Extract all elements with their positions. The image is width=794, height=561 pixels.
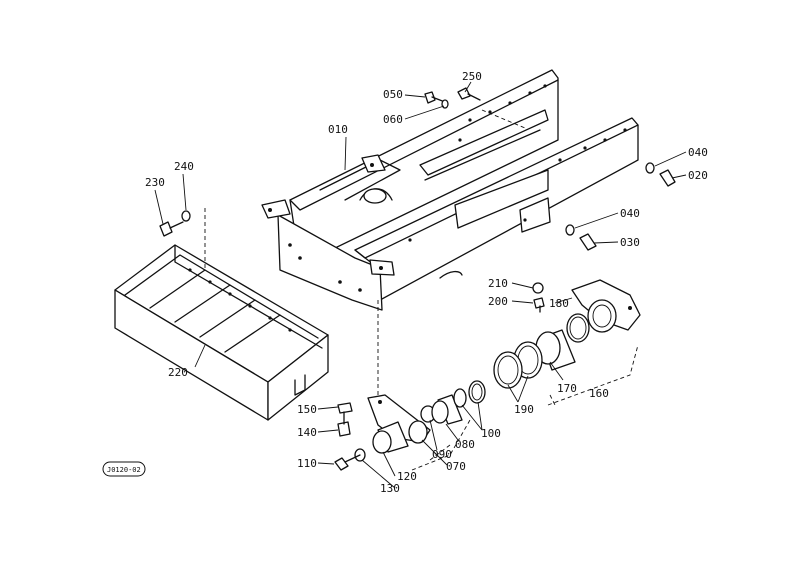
tray-bracket [114,244,329,421]
rear-bracket-assembly [493,279,641,406]
part-label-150: 150 [297,403,317,416]
part-label-170: 170 [557,382,577,395]
part-label-220: 220 [168,366,188,379]
part-label-180: 180 [549,297,569,310]
part-label-190: 190 [514,403,534,416]
part-label-040-top: 040 [688,146,708,159]
part-label-240: 240 [174,160,194,173]
part-label-090: 090 [432,448,452,461]
part-label-130: 130 [380,482,400,495]
part-labels: 010 050 060 250 040 020 040 030 240 230 … [145,70,708,495]
part-label-030: 030 [620,236,640,249]
part-label-200: 200 [488,295,508,308]
leader-lines [154,81,687,489]
part-label-140: 140 [297,426,317,439]
alignment-line [481,109,526,129]
part-label-080: 080 [455,438,475,451]
part-label-070: 070 [446,460,466,473]
part-label-010: 010 [328,123,348,136]
drawing-code-tag: J0120-02 [102,461,146,477]
part-label-230: 230 [145,176,165,189]
part-label-050: 050 [383,88,403,101]
part-label-110: 110 [297,457,317,470]
part-label-040-middle: 040 [620,207,640,220]
part-label-210: 210 [488,277,508,290]
part-label-120: 120 [397,470,417,483]
part-label-060: 060 [383,113,403,126]
drawing-code: J0120-02 [107,466,141,474]
part-label-160: 160 [589,387,609,400]
part-label-250: 250 [462,70,482,83]
part-label-020: 020 [688,169,708,182]
front-bracket-assembly [354,380,486,471]
main-frame [261,69,639,311]
part-label-100: 100 [481,427,501,440]
